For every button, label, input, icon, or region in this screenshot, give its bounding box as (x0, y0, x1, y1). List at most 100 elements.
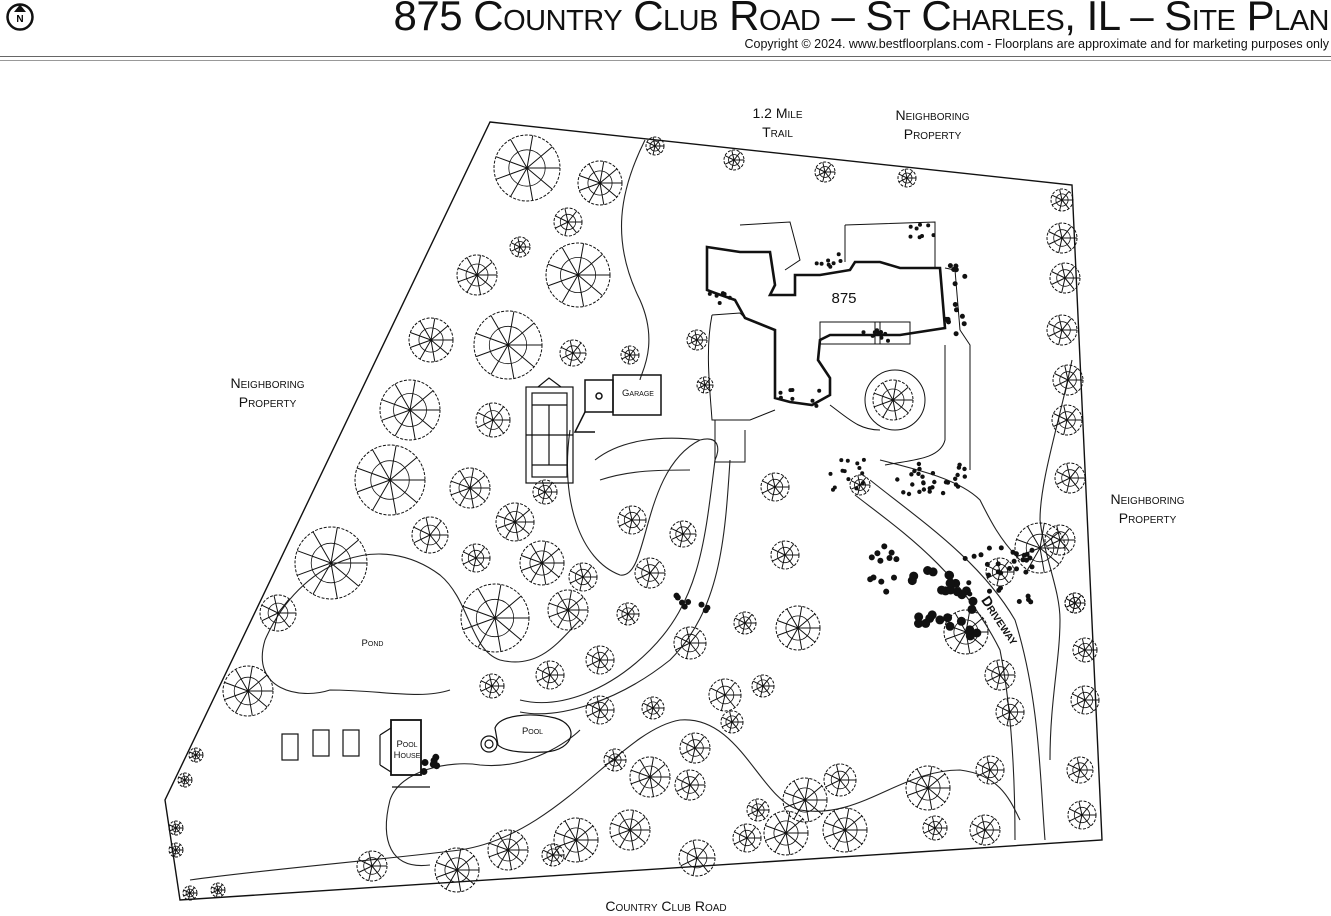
shrub-dot (1025, 593, 1031, 599)
header: 875 Country Club Road – St Charles, IL –… (0, 0, 1331, 62)
tree-symbol (479, 673, 505, 699)
shrub-dot (927, 489, 932, 494)
tree-symbol (568, 562, 598, 592)
tree-symbol (641, 696, 665, 720)
shrub-dot (870, 333, 875, 338)
shrub-dot (888, 549, 895, 556)
shrub-dot (886, 555, 893, 561)
shrub-dot (954, 307, 959, 313)
tree-symbol (814, 161, 836, 183)
shrub-dot (727, 295, 732, 300)
shrub-dot (714, 293, 719, 298)
tree-symbol (553, 207, 583, 237)
tree-symbol (905, 765, 951, 811)
tree-symbol (823, 763, 857, 797)
shrub-dot (1024, 557, 1029, 563)
shrub-dot (914, 619, 923, 628)
shrub-dot (420, 768, 428, 775)
shrub-layer (420, 222, 1035, 775)
shrub-dot (918, 222, 922, 227)
shrub-dot (955, 472, 960, 478)
shrub-dot (1029, 564, 1035, 570)
tree-symbol (475, 402, 511, 438)
tree-symbol (509, 236, 531, 258)
shrub-dot (945, 621, 955, 631)
shrub-dot (917, 466, 922, 472)
shrub-dot (943, 480, 949, 485)
shrub-dot (878, 578, 885, 585)
shrub-dot (704, 604, 711, 611)
shrub-dot (927, 610, 937, 620)
shrub-dot (998, 545, 1004, 551)
shrub-dot (836, 252, 841, 257)
tree-symbol (1064, 592, 1086, 614)
tree-symbol (775, 605, 821, 651)
shrub-dot (717, 301, 722, 305)
shrub-dot (955, 484, 961, 489)
shrub-dot (931, 233, 936, 238)
tree-symbol (634, 557, 666, 589)
shrub-dot (886, 338, 890, 343)
shrub-dot (930, 471, 936, 476)
shrub-dot (790, 396, 795, 401)
tree-symbol (629, 756, 671, 798)
shrub-dot (857, 466, 862, 470)
tree-symbol (473, 310, 543, 380)
tree-symbol (577, 160, 623, 206)
tree-symbol (669, 520, 697, 548)
shrub-dot (968, 596, 978, 606)
shrub-dot (962, 466, 967, 472)
shrub-dot (878, 330, 883, 334)
house-number-label: 875 (831, 290, 857, 307)
shrub-dot (962, 474, 967, 479)
tree-symbol (449, 467, 491, 509)
tree-symbol (354, 444, 426, 516)
shrub-dot (920, 234, 924, 238)
tree-symbol (461, 543, 491, 573)
shrub-dot (674, 594, 681, 601)
shrub-dot (928, 567, 938, 577)
shrub-dot (814, 261, 819, 266)
tree-symbol (222, 665, 274, 717)
shrub-dot (986, 572, 992, 578)
shrub-dot (810, 398, 815, 403)
shrub-dot (679, 599, 685, 606)
tree-symbol (1046, 314, 1078, 346)
shrub-dot (1016, 599, 1022, 604)
shrub-dot (921, 618, 931, 628)
shrub-dot (685, 599, 692, 605)
tree-symbol (547, 589, 589, 631)
tree-symbol (723, 149, 745, 171)
shrub-dot (984, 561, 990, 567)
shrub-dot (917, 489, 922, 494)
shrub-dot (840, 468, 845, 473)
tree-symbol (1014, 522, 1066, 574)
shrub-dot (1021, 552, 1027, 558)
tree-symbol (585, 645, 615, 675)
tree-symbol (1050, 188, 1074, 212)
shrub-dot (1023, 569, 1029, 575)
pool-area (281, 714, 572, 788)
shrub-dot (828, 471, 833, 476)
shrub-dot (910, 482, 915, 487)
shrub-dot (916, 471, 921, 476)
shrub-dot (698, 601, 705, 608)
shrub-dot (920, 474, 925, 479)
landscape-paths (189, 139, 1073, 881)
shrub-dot (937, 585, 947, 595)
tree-symbol (559, 339, 587, 367)
header-rule (0, 56, 1331, 57)
tree-symbol (720, 710, 744, 734)
pool-label: Pool (521, 726, 544, 737)
shrub-dot (817, 388, 822, 393)
tree-symbol (616, 602, 640, 626)
tree-symbol (585, 695, 615, 725)
shrub-dot (909, 571, 919, 581)
tree-symbol (763, 810, 809, 856)
tree-symbol (984, 659, 1016, 691)
tree-symbol (535, 660, 565, 690)
tree-symbol (733, 611, 757, 635)
